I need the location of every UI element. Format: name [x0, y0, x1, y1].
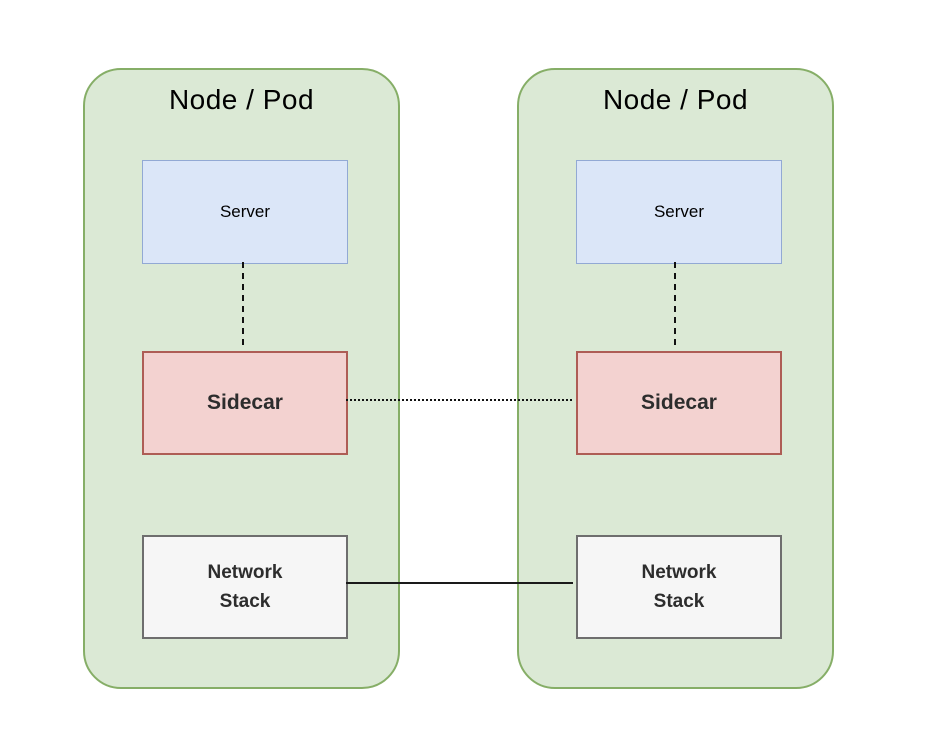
server-sidecar-connector-right: [674, 262, 676, 349]
network-stack-label: Network Stack: [641, 561, 717, 612]
pod-left: Node / Pod Server Sidecar Network Stack: [83, 68, 400, 689]
sidecar-box: Sidecar: [142, 351, 348, 455]
pod-title: Node / Pod: [602, 84, 749, 115]
network-stack-label: Network Stack: [207, 561, 283, 612]
sidecar-label: Sidecar: [207, 391, 283, 414]
server-box: Server: [576, 160, 782, 264]
network-stack-box: Network Stack: [142, 535, 348, 639]
sidecar-label: Sidecar: [641, 391, 717, 414]
server-box: Server: [142, 160, 348, 264]
network-stack-box: Network Stack: [576, 535, 782, 639]
pod-title: Node / Pod: [168, 84, 315, 115]
server-sidecar-connector-left: [242, 262, 244, 349]
network-network-connector: [346, 582, 573, 584]
sidecar-box: Sidecar: [576, 351, 782, 455]
sidecar-sidecar-connector: [346, 399, 573, 401]
server-label: Server: [219, 202, 271, 221]
pod-right: Node / Pod Server Sidecar Network Stack: [517, 68, 834, 689]
server-label: Server: [653, 202, 705, 221]
